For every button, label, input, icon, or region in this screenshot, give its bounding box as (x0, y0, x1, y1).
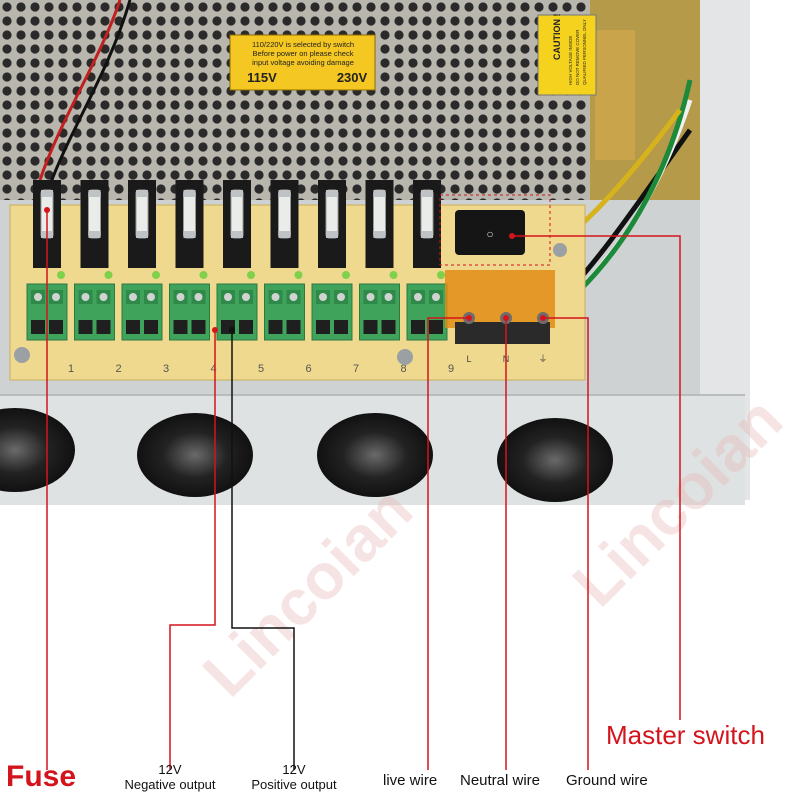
fuse-icon (80, 180, 113, 279)
led-icon (294, 271, 303, 279)
led-icon (437, 271, 445, 279)
terminal-block-icon (264, 283, 305, 341)
channel-number: 1 (68, 363, 74, 375)
terminal-block-icon (121, 283, 163, 341)
negative-leader (169, 330, 216, 770)
svg-text:230V: 230V (337, 70, 368, 85)
channel-number: 8 (400, 363, 406, 375)
led-icon (247, 271, 255, 279)
channel-number-row: 1 2 3 4 5 6 7 8 9 (68, 363, 454, 375)
svg-text:Before power on please check: Before power on please check (253, 49, 354, 58)
terminal-block-icon (406, 283, 448, 341)
ground-wire-label: Ground wire (566, 772, 648, 789)
master-leader (512, 235, 681, 720)
positive-output-text: Positive output (251, 777, 337, 792)
svg-text:○: ○ (486, 227, 493, 241)
fuse-icon (33, 180, 65, 279)
channel-number: 7 (353, 363, 359, 375)
positive-output-label: 12V Positive output (235, 762, 353, 792)
terminal-block-icon (311, 283, 353, 341)
grommet-icon (0, 408, 613, 502)
svg-text:QUALIFIED PERSONNEL ONLY: QUALIFIED PERSONNEL ONLY (582, 19, 587, 85)
fuse-row (33, 180, 445, 279)
rocker-switch-icon: ○ (439, 194, 551, 266)
terminal-block-icon (216, 283, 258, 341)
positive-output-voltage: 12V (282, 762, 306, 777)
neutral-wire-label: Neutral wire (460, 772, 541, 789)
channel-number: 2 (115, 363, 121, 375)
svg-text:DO NOT REMOVE COVER: DO NOT REMOVE COVER (575, 29, 580, 85)
svg-text:L: L (466, 354, 471, 364)
terminal-block-icon (359, 283, 400, 341)
svg-text:110/220V is selected by switch: 110/220V is selected by switch (252, 40, 354, 49)
led-icon (389, 271, 398, 279)
fuse-label: Fuse (6, 760, 77, 793)
channel-number: 5 (258, 363, 264, 375)
channel-number: 3 (163, 363, 169, 375)
svg-text:HIGH VOLTAGE INSIDE: HIGH VOLTAGE INSIDE (568, 36, 573, 85)
fuse-icon (413, 180, 445, 279)
channel-number: 9 (448, 363, 454, 375)
fuse-icon (175, 180, 208, 279)
led-icon (342, 271, 350, 279)
led-icon (152, 271, 160, 279)
annotation-leaders (44, 207, 681, 770)
led-icon (57, 271, 65, 279)
negative-output-voltage: 12V (158, 762, 182, 777)
svg-text:115V: 115V (247, 70, 277, 85)
negative-output-label: 12V Negative output (110, 762, 230, 792)
led-icon (199, 271, 208, 279)
channel-number: 6 (305, 363, 311, 375)
ground-leader (543, 317, 589, 770)
terminal-block-icon (169, 283, 210, 341)
fuse-icon (270, 180, 303, 279)
caution-label: CAUTION ! HIGH VOLTAGE INSIDE DO NOT REM… (537, 14, 597, 96)
fuse-icon (365, 180, 398, 279)
psu-voltage-label: 110/220V is selected by switch Before po… (229, 34, 376, 91)
psu-mesh-cage (0, 0, 600, 200)
fuse-icon (318, 180, 350, 279)
svg-text:input voltage avoiding damage: input voltage avoiding damage (252, 58, 354, 67)
mains-terminal-block: L N ⏚ (445, 270, 555, 364)
terminal-block-row (26, 283, 448, 341)
terminal-block-icon (74, 283, 115, 341)
positive-leader (231, 330, 295, 770)
master-switch-label: Master switch (606, 720, 765, 750)
channel-number: 4 (210, 363, 216, 375)
led-icon (104, 271, 113, 279)
svg-text:CAUTION !: CAUTION ! (552, 14, 562, 61)
live-wire-label: live wire (383, 772, 438, 789)
fuse-icon (223, 180, 255, 279)
negative-output-text: Negative output (124, 777, 216, 792)
live-leader (427, 317, 469, 770)
svg-text:⏚: ⏚ (538, 354, 547, 364)
fuse-icon (128, 180, 160, 279)
